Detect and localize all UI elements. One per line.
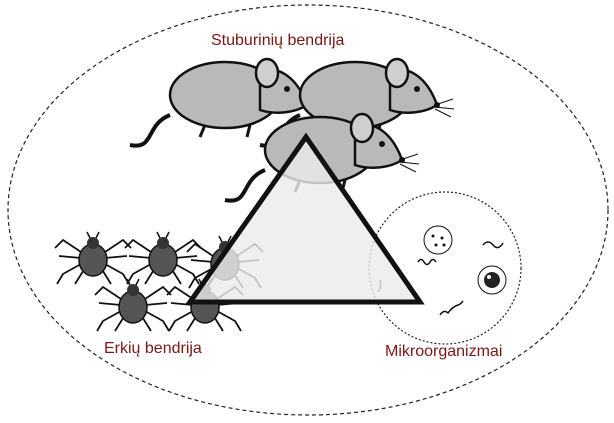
label-vertebrates: Stuburinių bendrija: [211, 32, 344, 50]
tick-icon: [95, 279, 171, 331]
tick-icon: [55, 232, 131, 284]
microbe-icon: [424, 226, 452, 254]
label-microorganisms: Mikroorganizmai: [385, 343, 502, 361]
cell-icon: [478, 266, 506, 294]
tick-icon: [125, 232, 201, 284]
label-ticks: Erkių bendrija: [104, 340, 202, 358]
